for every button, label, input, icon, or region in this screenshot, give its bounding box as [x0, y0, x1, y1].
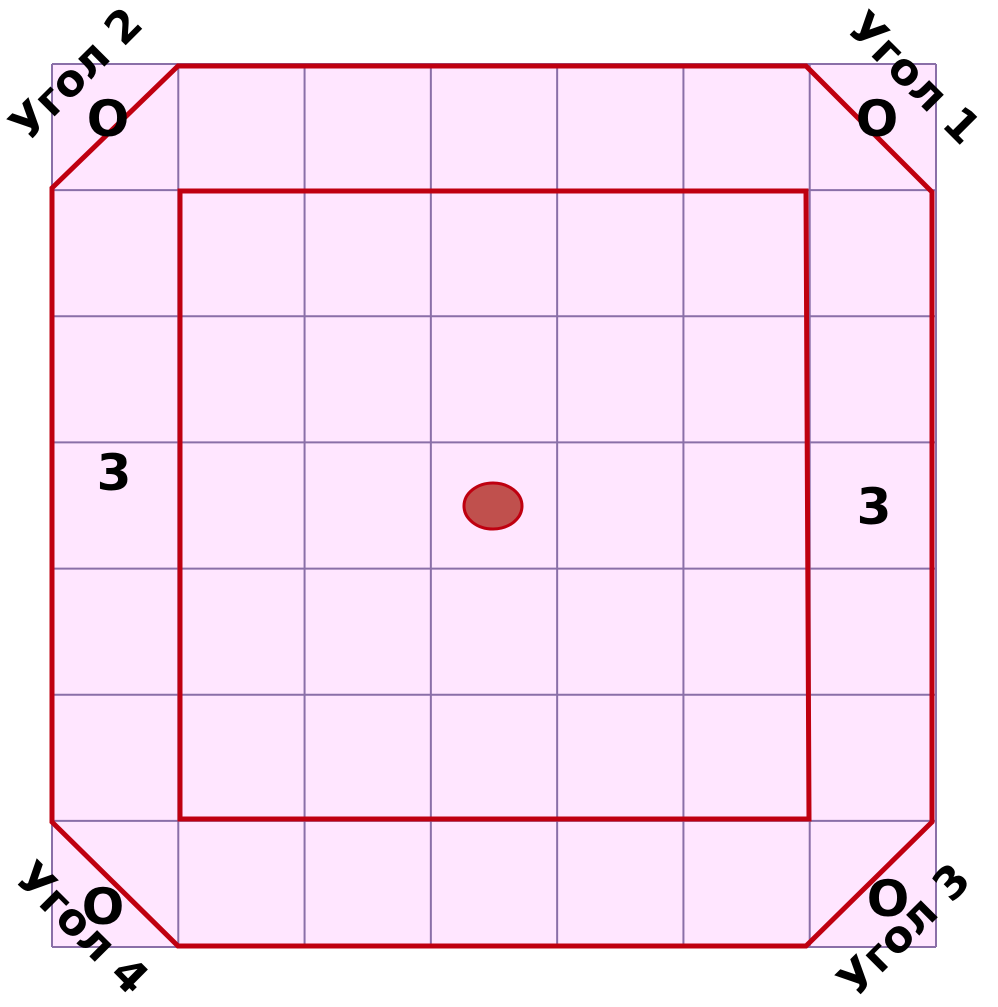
corner-1-mark: О [856, 90, 899, 148]
corner-4-mark: О [82, 878, 125, 936]
inner-square-outline [177, 188, 812, 822]
outer-octagon-outline [49, 63, 935, 949]
corner-2-mark: О [87, 90, 130, 148]
corner-3-mark: О [867, 870, 910, 928]
right-side-label: 3 [857, 478, 892, 536]
center-dot [462, 481, 524, 531]
left-side-label: 3 [97, 444, 132, 502]
